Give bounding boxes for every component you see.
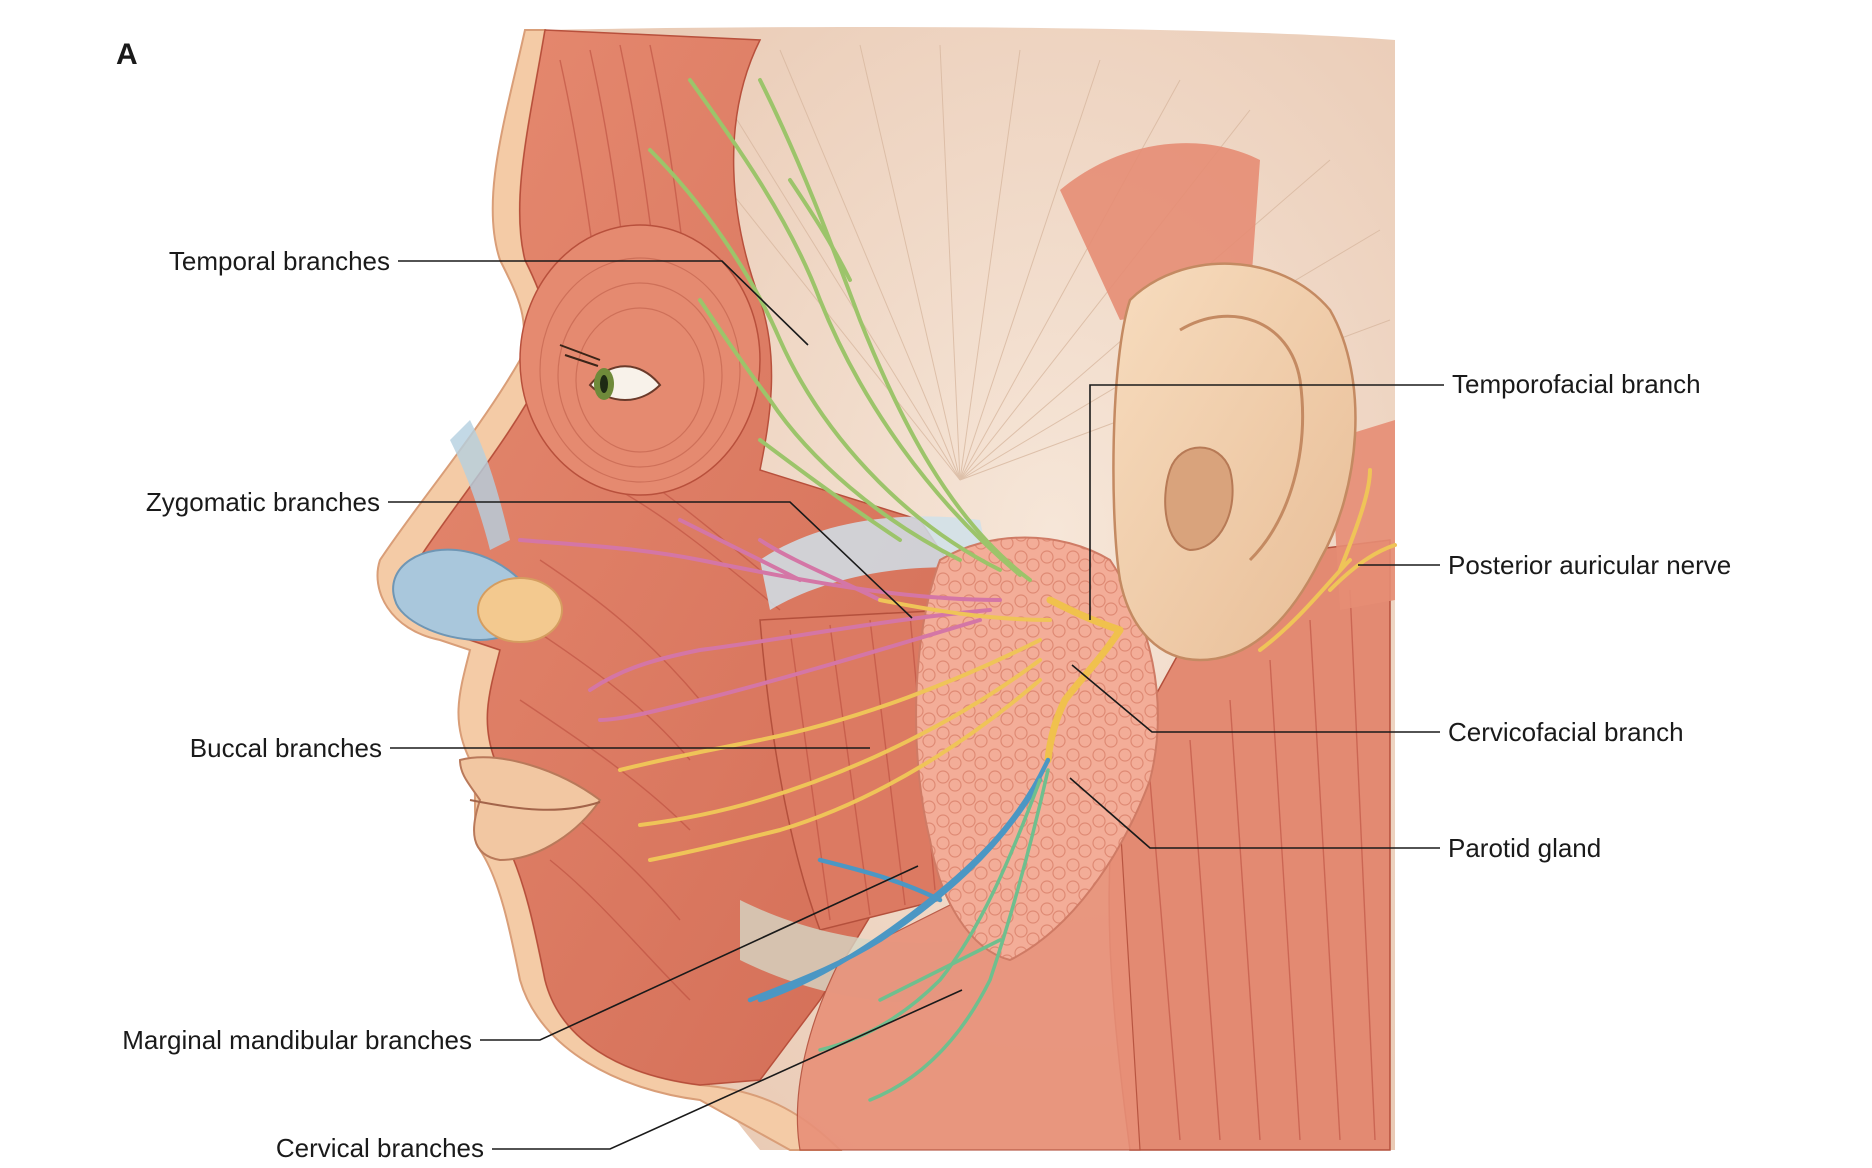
leader-temporal [398, 260, 809, 346]
marginal-mandibular-nerve-branches [747, 757, 1051, 1003]
temporal-nerve-branches [648, 78, 1032, 582]
leader-marginal [480, 865, 919, 1041]
ear-concha [1164, 446, 1234, 552]
label-parotid-gland: Parotid gland [1448, 833, 1601, 863]
label-buccal-branches: Buccal branches [190, 733, 382, 763]
zygomatic-tendon [760, 516, 990, 610]
label-temporal-branches: Temporal branches [169, 246, 390, 276]
pupil [600, 375, 608, 393]
label-temporofacial-branch: Temporofacial branch [1452, 369, 1701, 399]
panel-label: A [116, 38, 138, 71]
label-posterior-auricular-nerve: Posterior auricular nerve [1448, 550, 1731, 580]
label-cervical-branches: Cervical branches [276, 1133, 484, 1163]
facial-nerve-trunk [1044, 596, 1124, 764]
leader-zygomatic [388, 501, 913, 619]
leader-cervicofacial [1071, 664, 1440, 733]
orbicularis-oculi [519, 224, 761, 496]
nasal-bone-cartilage [450, 420, 510, 550]
label-marginal-mandibular-branches: Marginal mandibular branches [122, 1025, 472, 1055]
eyelashes [559, 344, 601, 367]
neck-fibers [1149, 589, 1376, 1141]
ear-helix-inner [1179, 314, 1304, 562]
leader-temporofacial [1089, 384, 1444, 620]
posterior-auricular-nerve-path [1258, 468, 1397, 652]
leader-parotid [1069, 777, 1440, 849]
zygomatic-nerve-branches [518, 518, 1002, 722]
parotid-gland [915, 536, 1159, 962]
lip-line [469, 799, 601, 811]
leader-cervical [492, 989, 963, 1150]
orbicularis-rings [539, 257, 741, 483]
label-zygomatic-branches: Zygomatic branches [146, 487, 380, 517]
alar-fat [477, 577, 563, 643]
label-cervicofacial-branch: Cervicofacial branch [1448, 717, 1684, 747]
buccal-nerve-branches [618, 598, 1052, 862]
